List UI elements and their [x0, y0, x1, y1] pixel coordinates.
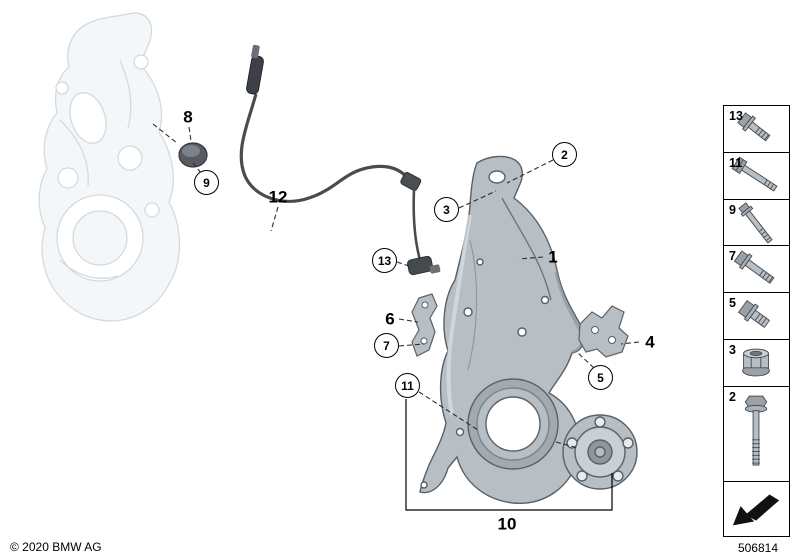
- legend-label: 11: [729, 155, 743, 170]
- callout-7[interactable]: 7: [374, 333, 399, 358]
- callout-9[interactable]: 9: [194, 170, 219, 195]
- copyright-text: © 2020 BMW AG: [10, 540, 102, 554]
- legend-box-3[interactable]: 3: [723, 339, 790, 388]
- diagram-number: 506814: [737, 541, 778, 555]
- bracket-right: [578, 305, 629, 358]
- bracket-left: [411, 293, 438, 357]
- legend-box-2[interactable]: 2: [723, 385, 790, 482]
- legend-label: 9: [729, 202, 736, 217]
- cap: [178, 142, 208, 168]
- leader-lines: [152, 123, 640, 449]
- callout-13[interactable]: 13: [372, 248, 397, 273]
- socket-head-bolt-icon: [731, 156, 778, 192]
- callout-6[interactable]: 6: [385, 309, 395, 329]
- long-hex-bolt-icon: [744, 395, 768, 466]
- wheel-hub: [562, 414, 638, 490]
- flange-nut-icon: [742, 348, 770, 377]
- callout-3[interactable]: 3: [434, 197, 459, 222]
- legend-box-9[interactable]: 9: [723, 198, 790, 247]
- stud-bolt-icon: [738, 201, 773, 244]
- legend-box-13[interactable]: 13: [723, 105, 790, 153]
- callout-8[interactable]: 8: [183, 107, 193, 127]
- sensor-head: [407, 255, 434, 276]
- legend-box-direction[interactable]: [723, 480, 790, 537]
- callout-2[interactable]: 2: [552, 142, 577, 167]
- legend-label: 7: [729, 249, 736, 264]
- legend-label: 3: [729, 343, 736, 358]
- callout-5[interactable]: 5: [588, 365, 613, 390]
- legend-box-7[interactable]: 7: [723, 245, 790, 294]
- sensor-cable: [239, 44, 441, 276]
- hex-screw-icon: [737, 300, 771, 329]
- legend-label: 2: [729, 389, 736, 404]
- callout-11[interactable]: 11: [395, 373, 420, 398]
- fastener-legend: 13 11 9: [723, 105, 790, 537]
- callout-4[interactable]: 4: [645, 332, 655, 352]
- legend-box-11[interactable]: 11: [723, 151, 790, 200]
- legend-label: 13: [729, 109, 743, 123]
- hex-flange-bolt-icon: [737, 112, 771, 142]
- legend-label: 5: [729, 296, 736, 311]
- hex-flange-bolt-icon: [733, 250, 775, 285]
- callout-12[interactable]: 12: [268, 187, 288, 207]
- item10-bracket: [405, 399, 613, 511]
- direction-arrow-icon: [732, 494, 780, 526]
- callout-10[interactable]: 10: [497, 514, 517, 534]
- legend-box-5[interactable]: 5: [723, 292, 790, 341]
- callout-1[interactable]: 1: [548, 247, 558, 267]
- ghost-knuckle: [38, 12, 181, 322]
- steering-knuckle: [419, 155, 585, 504]
